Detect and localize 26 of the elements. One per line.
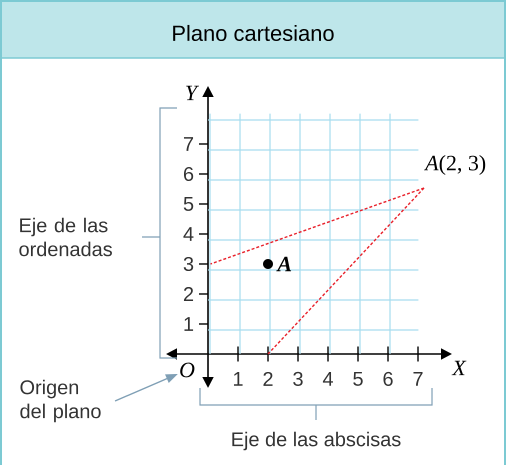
axis-label: Eje de las ordenadas — [19, 218, 112, 256]
point-label: A(2, 3) — [424, 155, 486, 175]
tick-label: 2 — [184, 287, 194, 301]
tick-label: 7 — [413, 372, 423, 386]
axis-label: X — [452, 360, 466, 376]
leader-line — [210, 187, 424, 265]
tick-label: 5 — [353, 372, 363, 386]
title: Plano cartesiano — [173, 24, 334, 42]
callout-label: Origen del plano — [20, 380, 101, 422]
tick-label: 4 — [322, 372, 333, 386]
tick-label: 5 — [184, 197, 194, 211]
tick-label: 6 — [184, 166, 194, 182]
tick-label: 2 — [263, 372, 273, 386]
axis-label: Eje de las abscisas — [232, 432, 401, 450]
origin-label: O — [180, 362, 194, 378]
tick-label: 6 — [383, 372, 393, 386]
tick-label: 3 — [184, 256, 194, 272]
tick-label: 1 — [184, 317, 194, 331]
point-dot — [263, 259, 273, 269]
leader-line — [268, 188, 425, 354]
tick-label: 1 — [234, 372, 243, 386]
tick-label: 3 — [293, 372, 303, 386]
tick-label: 7 — [184, 137, 194, 151]
point-label: A — [276, 256, 292, 272]
axis-label: Y — [186, 86, 200, 100]
tick-label: 4 — [183, 227, 194, 241]
